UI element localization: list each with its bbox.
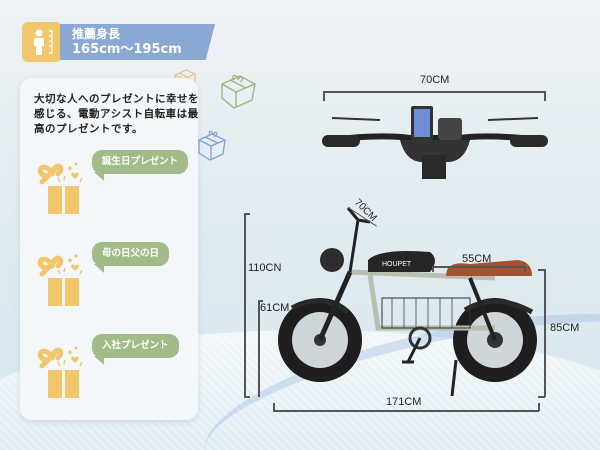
height-banner: 推薦身長 165cm〜195cm: [60, 24, 215, 60]
gift-outline-icon: [198, 130, 226, 161]
seat-length-label: 55CM: [462, 253, 492, 265]
gift-box-icon: [37, 346, 83, 398]
dimension-line: [273, 410, 539, 412]
total-height-label: 110CN: [248, 262, 282, 274]
dimension-line: [244, 213, 250, 215]
dimension-line: [258, 300, 263, 302]
height-title: 推薦身長: [72, 27, 121, 41]
handlebar-width-label: 70CM: [420, 74, 450, 86]
occasion-new-employee: 入社プレゼント: [30, 334, 200, 404]
dimension-line: [323, 91, 325, 101]
dimension-line: [524, 266, 526, 272]
dimension-line: [432, 266, 434, 272]
brand-label: HOUPET: [382, 261, 412, 268]
dimension-line: [432, 266, 525, 268]
total-length-label: 171CM: [386, 396, 422, 408]
dimension-line: [244, 396, 250, 398]
dimension-line: [258, 300, 260, 397]
person-height-icon: [22, 22, 62, 62]
dimension-line: [323, 91, 545, 93]
height-range: 165cm〜195cm: [72, 42, 182, 57]
occasion-birthday: 誕生日プレゼント: [30, 150, 200, 220]
occasion-parents-day: 母の日父の日: [30, 242, 200, 312]
dimension-line: [544, 91, 546, 101]
dimension-line: [244, 213, 246, 397]
dimension-line: [544, 269, 546, 397]
occasion-label: 誕生日プレゼント: [92, 150, 189, 174]
occasion-label: 入社プレゼント: [92, 334, 179, 358]
dimension-line: [273, 403, 275, 411]
e-bike-side-view-image: HOUPET: [278, 207, 537, 397]
dimension-line: [538, 269, 545, 271]
front-height-label: 61CM: [260, 302, 290, 314]
gift-outline-icon: [221, 74, 256, 109]
rear-height-label: 85CM: [550, 322, 580, 334]
dimension-line: [538, 403, 540, 411]
occasion-label: 母の日父の日: [92, 242, 170, 266]
card-description: 大切な人へのプレゼントに幸せを感じる、電動アシスト自転車は最高のプレゼントです。: [34, 93, 199, 135]
gift-box-icon: [37, 254, 83, 306]
dimension-line: [538, 396, 545, 398]
gift-box-icon: [37, 162, 83, 214]
handlebar-top-view-image: [322, 106, 548, 179]
